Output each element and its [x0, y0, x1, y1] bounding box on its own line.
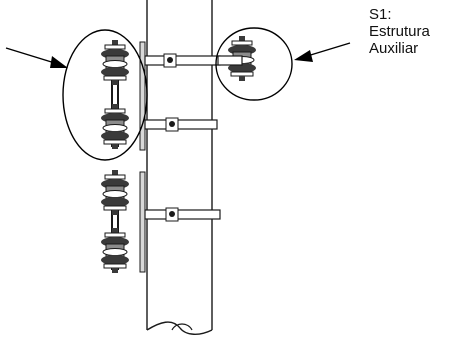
- insulator-mid-left: [101, 104, 129, 149]
- annotation-label-line-2: Estrutura: [369, 23, 430, 40]
- clamp-top: [144, 53, 243, 68]
- arrow-left: [5, 47, 68, 68]
- highlight-ellipse-right: [215, 27, 293, 101]
- annotation-label-line-1: S1:: [369, 6, 392, 23]
- insulator-lower-left-2: [101, 228, 129, 273]
- insulator-top-left: [101, 40, 129, 85]
- insulator-lower-left-1: [101, 170, 129, 215]
- pole: [146, 0, 213, 335]
- clamp-lower: [144, 207, 221, 222]
- insulators: [101, 36, 256, 273]
- annotation-label-line-3: Auxiliar: [369, 40, 419, 57]
- arrow-right: [294, 42, 351, 62]
- clamp-middle: [144, 117, 218, 132]
- highlight-ellipse-left: [62, 29, 148, 161]
